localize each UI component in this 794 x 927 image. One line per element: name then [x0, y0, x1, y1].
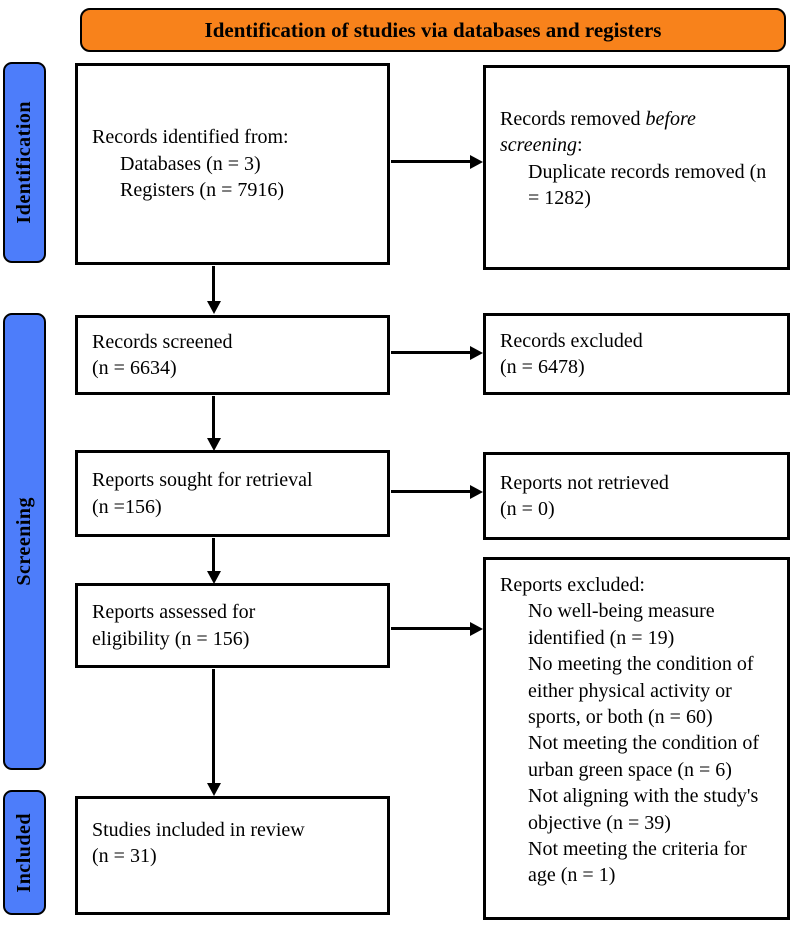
- box-reports-assessed: Reports assessed for eligibility (n = 15…: [75, 583, 390, 668]
- banner-identification-via-databases: Identification of studies via databases …: [80, 8, 786, 52]
- arrow-screened-to-excluded: [391, 345, 483, 360]
- banner-title: Identification of studies via databases …: [204, 17, 662, 42]
- records-removed-header: Records removed before screening:: [500, 106, 779, 159]
- reports-not-retrieved-text: Reports not retrieved (n = 0): [500, 471, 669, 520]
- records-identified-header: Records identified from:: [92, 126, 289, 149]
- records-removed-header-colon: :: [577, 134, 583, 157]
- records-removed-header-regular: Records removed: [500, 108, 646, 130]
- stage-label-included-text: Included: [13, 812, 35, 893]
- records-identified-registers: Registers (n = 7916): [120, 179, 285, 202]
- reports-excluded-reason-4: Not aligning with the study's objective …: [528, 785, 759, 834]
- stage-label-screening: Screening: [3, 313, 46, 770]
- reports-sought-text: Reports sought for retrieval (n =156): [92, 469, 313, 518]
- studies-included-text: Studies included in review (n = 31): [92, 819, 305, 868]
- box-records-removed: Records removed before screening: Duplic…: [483, 65, 790, 270]
- records-removed-duplicates: Duplicate records removed (n = 1282): [528, 160, 767, 210]
- box-records-identified: Records identified from: Databases (n = …: [75, 63, 390, 265]
- records-removed-header-italic: before screening: [500, 108, 696, 157]
- arrow-assessed-to-reports-excluded: [391, 621, 483, 636]
- box-reports-sought: Reports sought for retrieval (n =156): [75, 450, 390, 537]
- arrow-assessed-to-included: [206, 669, 221, 796]
- reports-excluded-reason-2: No meeting the condition of either physi…: [528, 653, 754, 728]
- reports-excluded-reason-1: No well-being measure identified (n = 19…: [528, 600, 715, 649]
- reports-excluded-reason-3: Not meeting the condition of urban green…: [528, 732, 760, 781]
- stage-label-identification-text: Identification: [13, 101, 35, 224]
- box-studies-included: Studies included in review (n = 31): [75, 796, 390, 915]
- arrow-sought-to-not-retrieved: [391, 484, 483, 499]
- arrow-sought-to-assessed: [206, 538, 221, 584]
- arrow-screened-to-sought: [206, 396, 221, 451]
- reports-assessed-text: Reports assessed for eligibility (n = 15…: [92, 601, 256, 650]
- records-screened-text: Records screened (n = 6634): [92, 330, 233, 379]
- box-reports-excluded: Reports excluded: No well-being measure …: [483, 557, 790, 920]
- stage-label-identification: Identification: [3, 62, 46, 263]
- stage-label-included: Included: [3, 790, 46, 915]
- box-records-screened: Records screened (n = 6634): [75, 315, 390, 395]
- stage-label-screening-text: Screening: [13, 497, 35, 586]
- records-excluded-text: Records excluded (n = 6478): [500, 329, 643, 378]
- records-identified-databases: Databases (n = 3): [120, 152, 261, 175]
- reports-excluded-reason-5: Not meeting the criteria for age (n = 1): [528, 837, 747, 887]
- box-records-excluded: Records excluded (n = 6478): [483, 313, 790, 395]
- arrow-identified-to-removed: [391, 154, 483, 169]
- box-reports-not-retrieved: Reports not retrieved (n = 0): [483, 452, 790, 540]
- arrow-identified-to-screened: [206, 266, 221, 314]
- reports-excluded-header: Reports excluded:: [500, 574, 645, 596]
